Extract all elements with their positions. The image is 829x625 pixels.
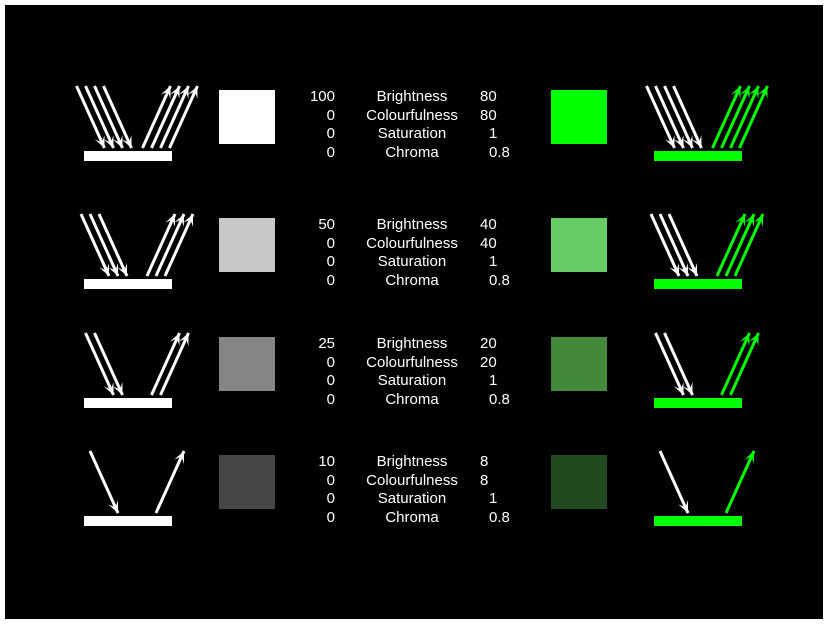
chromatic-value: 20: [480, 354, 540, 373]
attribute-label: Colourfulness: [342, 235, 482, 254]
reflecting-surface: [84, 151, 172, 161]
attribute-label: Saturation: [342, 490, 482, 509]
reflection-diagram-achromatic-row-1: [77, 86, 198, 161]
reflected-light-arrow: [726, 451, 754, 513]
chromatic-value: 0.8: [480, 144, 540, 163]
chromatic-value: 80: [480, 88, 540, 107]
chromatic-value: 20: [480, 335, 540, 354]
chromatic-colour-swatch: [551, 218, 607, 272]
achromatic-colour-swatch: [219, 455, 275, 509]
reflecting-surface: [84, 516, 172, 526]
attribute-label: Brightness: [342, 335, 482, 354]
reflecting-surface: [654, 279, 742, 289]
achromatic-value: 0: [275, 354, 335, 373]
reflection-diagram-chromatic-row-2: [651, 214, 763, 289]
achromatic-value: 0: [275, 253, 335, 272]
attribute-label: Saturation: [342, 125, 482, 144]
attribute-labels: BrightnessColourfulnessSaturationChroma: [342, 216, 482, 290]
chromatic-value: 40: [480, 216, 540, 235]
attribute-label: Chroma: [342, 144, 482, 163]
chromatic-values: 404010.8: [480, 216, 540, 290]
attribute-label: Brightness: [342, 453, 482, 472]
reflection-diagram-chromatic-row-1: [647, 86, 768, 161]
incident-light-arrow: [90, 451, 118, 513]
achromatic-value: 0: [275, 235, 335, 254]
achromatic-value: 100: [275, 88, 335, 107]
chromatic-value: 8: [480, 453, 540, 472]
chromatic-colour-swatch: [551, 455, 607, 509]
chromatic-value: 8: [480, 472, 540, 491]
achromatic-value: 0: [275, 125, 335, 144]
reflecting-surface: [654, 398, 742, 408]
achromatic-value: 0: [275, 391, 335, 410]
attribute-label: Colourfulness: [342, 472, 482, 491]
chromatic-colour-swatch: [551, 337, 607, 391]
chromatic-value: 0.8: [480, 509, 540, 528]
chromatic-value: 1: [480, 125, 540, 144]
reflection-diagram-chromatic-row-3: [654, 333, 759, 408]
reflection-diagram-chromatic-row-4: [654, 451, 754, 526]
achromatic-value: 0: [275, 372, 335, 391]
reflection-diagram-achromatic-row-2: [81, 214, 193, 289]
achromatic-values: 25000: [275, 335, 335, 409]
attribute-label: Chroma: [342, 509, 482, 528]
achromatic-value: 0: [275, 107, 335, 126]
chromatic-value: 1: [480, 372, 540, 391]
achromatic-value: 0: [275, 272, 335, 291]
achromatic-colour-swatch: [219, 337, 275, 391]
achromatic-value: 50: [275, 216, 335, 235]
reflection-diagram-achromatic-row-3: [84, 333, 189, 408]
chromatic-value: 40: [480, 235, 540, 254]
attribute-label: Colourfulness: [342, 107, 482, 126]
reflecting-surface: [84, 279, 172, 289]
reflecting-surface: [84, 398, 172, 408]
reflection-diagram-achromatic-row-4: [84, 451, 184, 526]
achromatic-value: 10: [275, 453, 335, 472]
chromatic-colour-swatch: [551, 90, 607, 144]
reflecting-surface: [654, 516, 742, 526]
incident-light-arrow: [660, 451, 688, 513]
chromatic-value: 1: [480, 490, 540, 509]
chromatic-value: 80: [480, 107, 540, 126]
attribute-label: Brightness: [342, 88, 482, 107]
reflecting-surface: [654, 151, 742, 161]
chromatic-value: 1: [480, 253, 540, 272]
attribute-label: Brightness: [342, 216, 482, 235]
achromatic-value: 0: [275, 472, 335, 491]
achromatic-value: 0: [275, 144, 335, 163]
reflected-light-arrow: [156, 451, 184, 513]
attribute-label: Saturation: [342, 253, 482, 272]
achromatic-colour-swatch: [219, 218, 275, 272]
achromatic-value: 0: [275, 509, 335, 528]
attribute-label: Saturation: [342, 372, 482, 391]
chromatic-value: 0.8: [480, 272, 540, 291]
achromatic-value: 25: [275, 335, 335, 354]
achromatic-value: 0: [275, 490, 335, 509]
attribute-label: Chroma: [342, 391, 482, 410]
attribute-label: Chroma: [342, 272, 482, 291]
chromatic-value: 0.8: [480, 391, 540, 410]
attribute-label: Colourfulness: [342, 354, 482, 373]
achromatic-colour-swatch: [219, 90, 275, 144]
